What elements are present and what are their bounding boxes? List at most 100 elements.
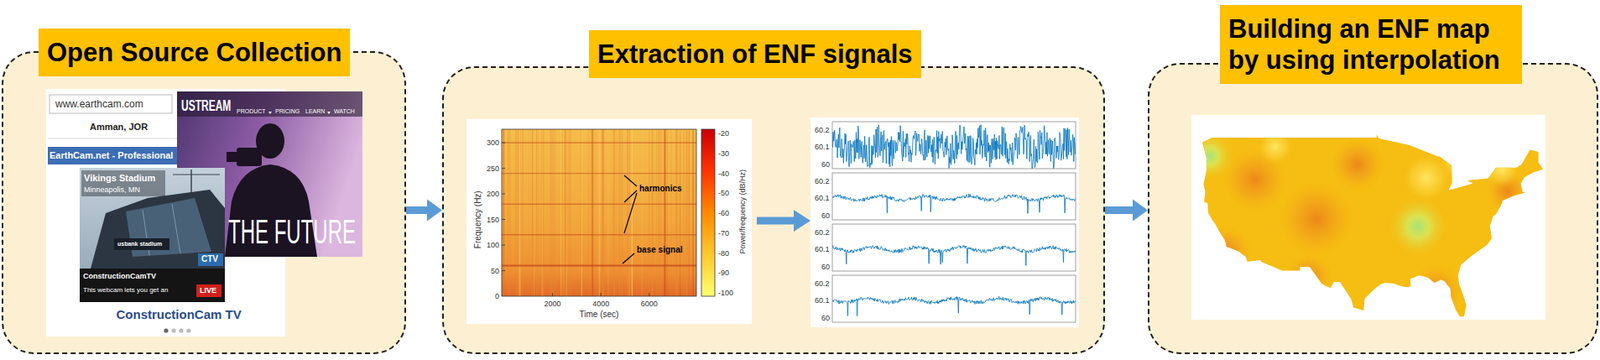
noise-streak (520, 129, 522, 297)
noise-streak (562, 129, 564, 297)
axis-tick: 250 (486, 164, 500, 173)
noise-streak (550, 129, 552, 297)
axis-title: Frequency (Hz) (472, 190, 483, 249)
noise-streak (570, 129, 572, 297)
axis-title: Time (sec) (579, 309, 620, 320)
plot-frame (832, 224, 1076, 272)
axis-tick: 0 (495, 291, 500, 301)
divider-line (47, 138, 178, 140)
camera-lens (226, 151, 239, 162)
tick-mark (501, 193, 506, 195)
sign-text: usbank stadium (117, 240, 162, 248)
noise-streak (631, 129, 633, 297)
interpolation-blob (1330, 137, 1385, 192)
noise-streak (503, 129, 505, 297)
map-ground (1191, 114, 1546, 320)
process-arrowhead (793, 209, 811, 232)
axis-tick: 60.1 (814, 244, 830, 254)
noise-streak (631, 129, 633, 297)
figure-ground (810, 117, 1079, 328)
menu-item: WATCH (333, 108, 355, 115)
panel-title: Building an ENF map by using interpolati… (1219, 5, 1522, 84)
tick-mark (501, 142, 506, 144)
noise-streak (554, 129, 556, 297)
channel-logo-text: CTV (201, 254, 219, 265)
interpolation-blob (1184, 130, 1236, 182)
interpolation-blob (1386, 194, 1450, 259)
menu-strip (177, 91, 363, 117)
noise-streak (541, 129, 543, 297)
spectrogram-plot (501, 129, 697, 297)
noise-streak (598, 129, 600, 297)
banner-text: THE FUTURE (228, 212, 356, 252)
noise-streak (580, 129, 582, 297)
noise-streak (660, 129, 662, 297)
noise-streak (515, 129, 516, 297)
noise-streak (670, 129, 672, 297)
menu-item: PRICING (275, 108, 300, 115)
noise-streak (679, 129, 681, 297)
url-bar (49, 94, 172, 114)
noise-streak (641, 129, 643, 297)
interpolation-blob (1256, 128, 1294, 166)
noise-streak (536, 129, 537, 297)
noise-streak (581, 129, 583, 297)
annotation: harmonics (639, 183, 683, 194)
tick-mark (552, 292, 553, 297)
noise-streak (675, 129, 677, 297)
axis-tick: 60.2 (814, 279, 830, 288)
enf-trace (832, 193, 1076, 214)
harmonic-line (501, 203, 697, 204)
noise-streak (602, 129, 604, 297)
noise-streak (568, 129, 570, 297)
noise-streak (549, 129, 551, 297)
menu-item: LEARN (305, 108, 325, 115)
noise-streak (587, 129, 589, 297)
noise-streak (686, 129, 688, 297)
colorbar-tick: -20 (718, 129, 730, 138)
noise-streak (564, 129, 567, 297)
noise-streak (507, 129, 509, 297)
colorbar-tick: -50 (718, 188, 730, 198)
axis-tick: 300 (486, 138, 500, 147)
interpolation-blob (1201, 226, 1252, 277)
interpolation-blob (1285, 253, 1333, 301)
noise-streak (532, 129, 534, 297)
stadium-photo (79, 167, 225, 269)
noise-streak (503, 129, 505, 297)
leader-line (622, 253, 635, 264)
channel-name: ConstructionCam TV (116, 307, 242, 322)
enf-time-plots (810, 117, 1079, 328)
colorbar-tick: -40 (718, 169, 730, 178)
noise-streak (607, 129, 609, 297)
figure-ground (466, 119, 752, 324)
noise-streak (562, 129, 563, 297)
axis-tick: 60.1 (814, 193, 830, 203)
axis-tick: 60.2 (814, 228, 830, 237)
enf-trace (832, 296, 1076, 316)
enf-trace (832, 245, 1076, 266)
noise-streak (601, 129, 603, 297)
screenshot-collage (46, 88, 363, 337)
axis-tick: 60.1 (814, 296, 830, 305)
noise-streak (602, 129, 604, 297)
location-text: Amman, JOR (89, 121, 148, 133)
noise-streak (663, 129, 666, 297)
tick-mark (648, 292, 650, 297)
leader-lines (622, 175, 637, 264)
brand-logo: USTREAM (181, 97, 231, 116)
axis-tick: 4000 (592, 299, 610, 308)
noise-streak (618, 129, 621, 297)
noise-streak (657, 129, 660, 297)
annotation: base signal (636, 244, 683, 256)
panel-title: Extraction of ENF signals (588, 30, 922, 79)
channel-logo (198, 253, 224, 266)
tick-mark (501, 270, 506, 272)
noise-streak (564, 129, 566, 297)
colorbar (701, 129, 715, 297)
noise-streak (599, 129, 600, 297)
noise-streak (621, 129, 623, 297)
noise-streak (683, 129, 685, 297)
glass-reflection (171, 203, 181, 254)
caption-shade (81, 170, 166, 197)
